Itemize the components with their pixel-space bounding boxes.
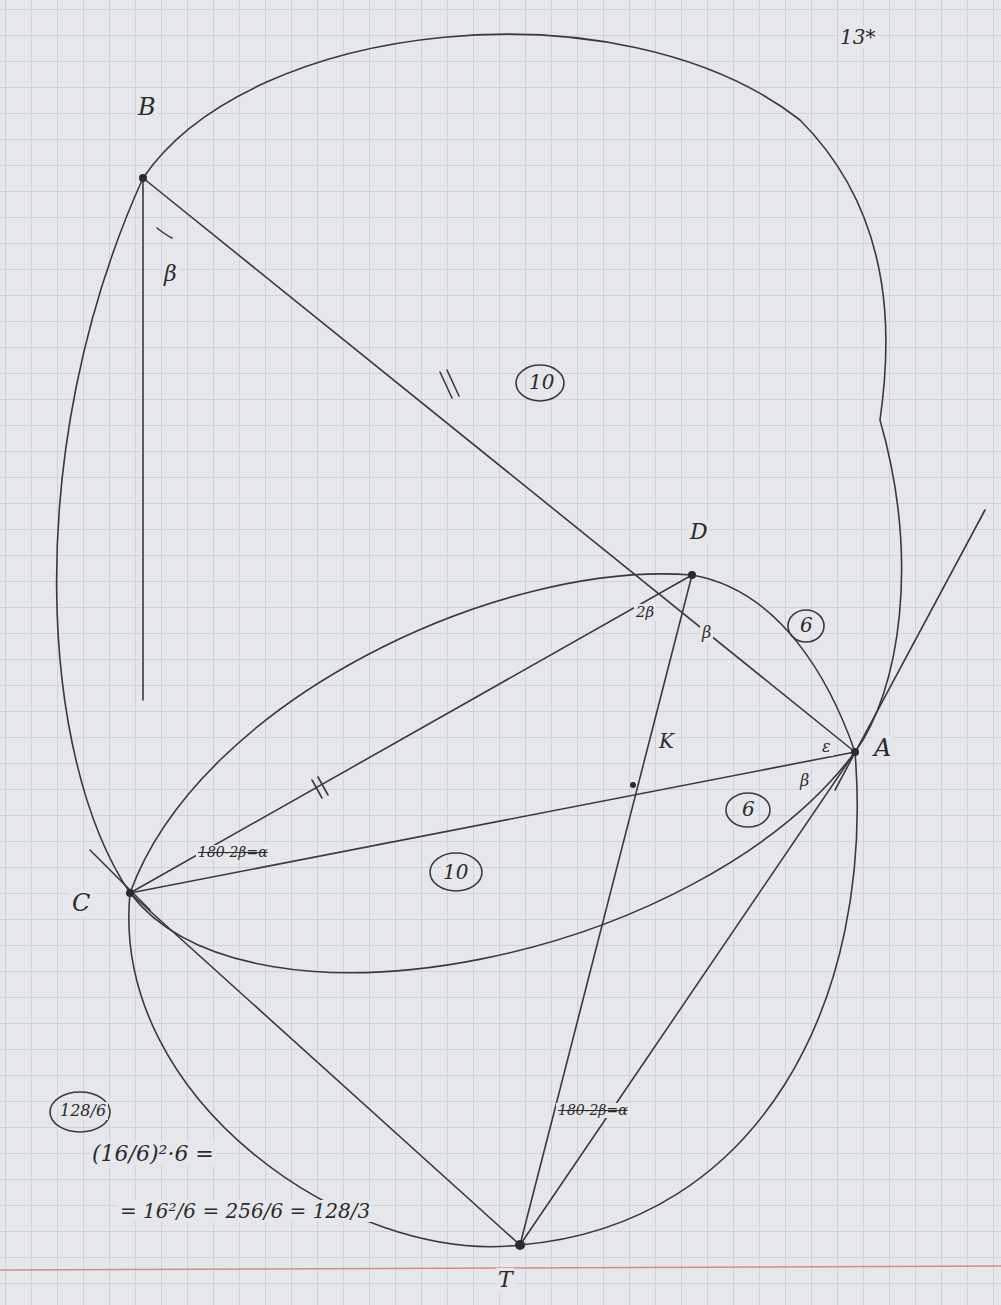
calculation-note: 128/6 bbox=[58, 1102, 108, 1120]
geometry-label: β bbox=[162, 262, 179, 286]
geometry-label: K bbox=[657, 730, 676, 752]
segment-ca bbox=[130, 752, 855, 893]
lens-arc bbox=[130, 574, 855, 893]
angle-mark bbox=[157, 228, 172, 238]
geometry-label: 2β bbox=[634, 604, 656, 621]
segment-ct bbox=[130, 893, 520, 1245]
geometry-label: A bbox=[872, 735, 893, 761]
geometry-label: T bbox=[496, 1268, 515, 1292]
geometry-label: B bbox=[136, 94, 158, 120]
segment-ba bbox=[143, 178, 855, 752]
tick-mark bbox=[312, 777, 328, 798]
geometry-label: β bbox=[700, 624, 713, 642]
vertical-line bbox=[142, 178, 144, 700]
point bbox=[515, 1240, 525, 1250]
segment-cd bbox=[130, 575, 692, 893]
geometry-label: 13* bbox=[838, 26, 877, 48]
point bbox=[139, 174, 147, 182]
circle-mark bbox=[430, 853, 482, 891]
circle-mark bbox=[516, 365, 564, 401]
point bbox=[851, 748, 859, 756]
tangent-line bbox=[835, 510, 985, 790]
calculation-note: (16/6)²·6 = bbox=[90, 1142, 216, 1166]
geometry-label: 180-2β=α bbox=[196, 845, 270, 860]
big-circle bbox=[57, 34, 902, 893]
point bbox=[126, 889, 134, 897]
point bbox=[630, 782, 636, 788]
circle-mark bbox=[788, 610, 824, 642]
circle-mark bbox=[726, 793, 770, 827]
calculation-note: = 16²/6 = 256/6 = 128/3 bbox=[118, 1200, 372, 1222]
segment-dt bbox=[520, 575, 692, 1245]
lens-arc bbox=[130, 752, 855, 973]
geometry-label: ε bbox=[820, 738, 833, 756]
geometry-label: 10 bbox=[441, 861, 470, 883]
geometry-label: 180-2β=α bbox=[556, 1103, 630, 1118]
segment-at bbox=[520, 752, 855, 1245]
geometry-label: β bbox=[798, 772, 811, 790]
tick-mark bbox=[440, 370, 459, 398]
geometry-label: 6 bbox=[740, 798, 757, 820]
point bbox=[688, 571, 696, 579]
geometry-label: C bbox=[70, 890, 92, 916]
geometry-label: 10 bbox=[527, 371, 556, 393]
circle-mark bbox=[50, 1092, 110, 1132]
lower-circle bbox=[129, 752, 857, 1247]
tangent-line bbox=[90, 850, 150, 910]
geometry-label: D bbox=[688, 520, 710, 544]
geometry-label: 6 bbox=[798, 614, 815, 636]
